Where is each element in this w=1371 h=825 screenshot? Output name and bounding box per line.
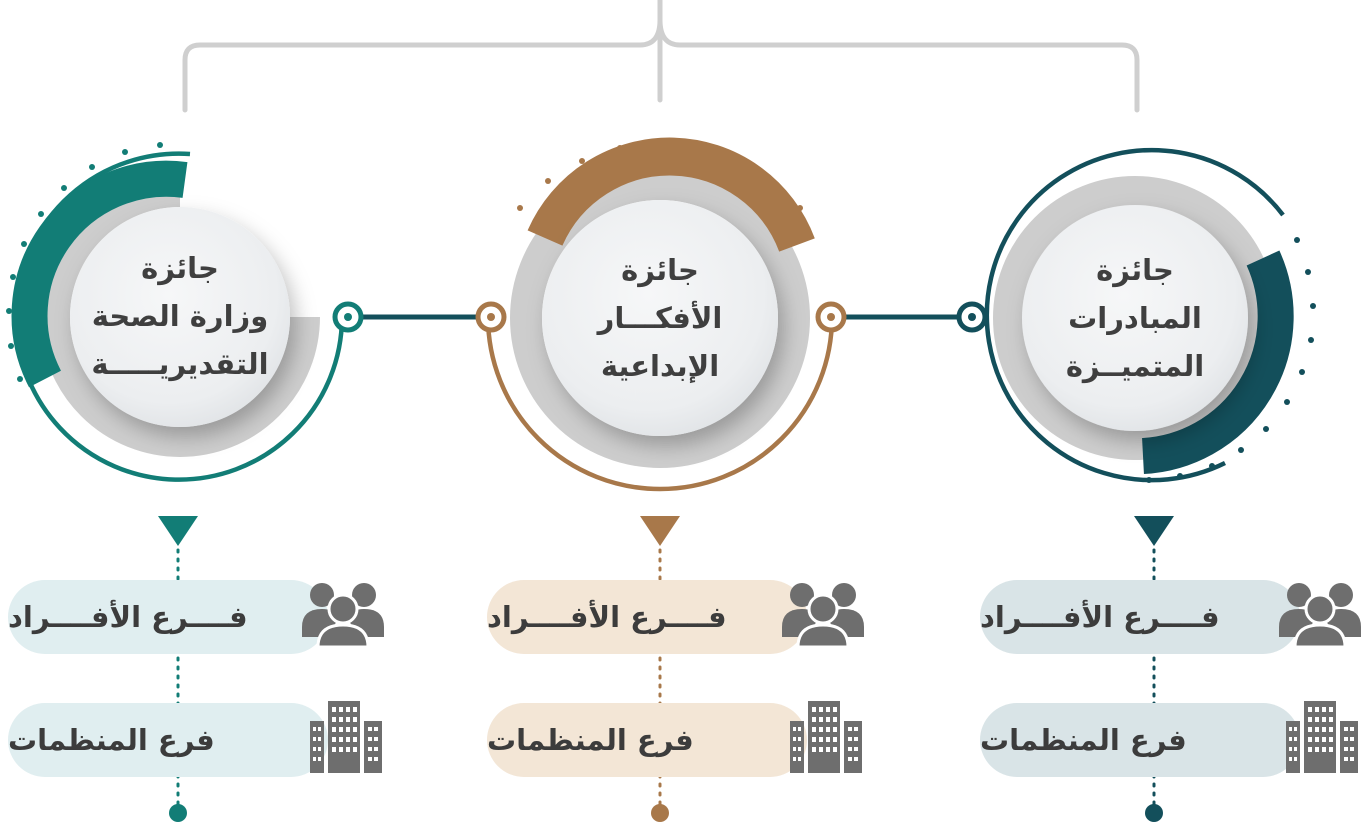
- award-title-ideas: جائزة الأفكـــار الإبداعية: [545, 246, 775, 390]
- down-arrow-icon: [158, 516, 198, 546]
- outer-ring: [485, 316, 835, 492]
- branch-label: فرع المنظمات: [487, 723, 694, 757]
- people-icon: [302, 583, 384, 647]
- accent-arc: [527, 137, 815, 252]
- branch-individuals-pill[interactable]: فــــرع الأفــــراد: [8, 580, 328, 654]
- branch-label: فرع المنظمات: [980, 723, 1187, 757]
- title-line: التقديريـــــة: [91, 347, 269, 381]
- title-line: المتميــزة: [1065, 349, 1205, 383]
- award-circle-health: [6, 142, 364, 482]
- branch-label: فــــرع الأفــــراد: [8, 600, 248, 634]
- award-circle-initiatives: [956, 147, 1316, 483]
- title-line: وزارة الصحة: [91, 299, 269, 333]
- branch-label: فــــرع الأفــــراد: [487, 600, 727, 634]
- inner-disk: [70, 207, 290, 427]
- branch-connectors: [158, 516, 1174, 822]
- award-title-health: جائزة وزارة الصحة التقديريـــــة: [65, 244, 295, 388]
- branch-individuals-pill[interactable]: فــــرع الأفــــراد: [487, 580, 807, 654]
- building-icon: [790, 701, 862, 773]
- people-icon: [782, 583, 864, 647]
- end-dot: [169, 804, 187, 822]
- down-arrow-icon: [640, 516, 680, 546]
- outer-ring: [984, 147, 1285, 483]
- accent-arc: [1141, 250, 1294, 474]
- branch-label: فرع المنظمات: [8, 723, 215, 757]
- title-line: الأفكـــار: [597, 301, 723, 335]
- building-icon: [1286, 701, 1358, 773]
- branch-organizations-pill[interactable]: فرع المنظمات: [980, 703, 1300, 777]
- end-dot: [651, 804, 669, 822]
- top-bracket: [182, 0, 1140, 113]
- accent-arc: [11, 160, 188, 388]
- branch-organizations-pill[interactable]: فرع المنظمات: [8, 703, 328, 777]
- end-dot: [1145, 804, 1163, 822]
- title-line: الإبداعية: [600, 349, 720, 383]
- title-line: المبادرات: [1068, 301, 1202, 335]
- dots-arc: [6, 142, 163, 382]
- title-line: جائزة: [621, 253, 699, 287]
- branch-organizations-pill[interactable]: فرع المنظمات: [487, 703, 807, 777]
- people-icon: [1279, 583, 1361, 647]
- building-icon: [310, 701, 382, 773]
- award-title-initiatives: جائزة المبادرات المتميــزة: [1020, 246, 1250, 390]
- award-circle-ideas: [475, 137, 847, 492]
- inner-disk: [1022, 205, 1248, 431]
- title-line: جائزة: [141, 251, 219, 285]
- branch-individuals-pill[interactable]: فــــرع الأفــــراد: [980, 580, 1300, 654]
- title-line: جائزة: [1096, 253, 1174, 287]
- down-arrow-icon: [1134, 516, 1174, 546]
- inner-disk: [542, 200, 778, 436]
- branch-label: فــــرع الأفــــراد: [980, 600, 1220, 634]
